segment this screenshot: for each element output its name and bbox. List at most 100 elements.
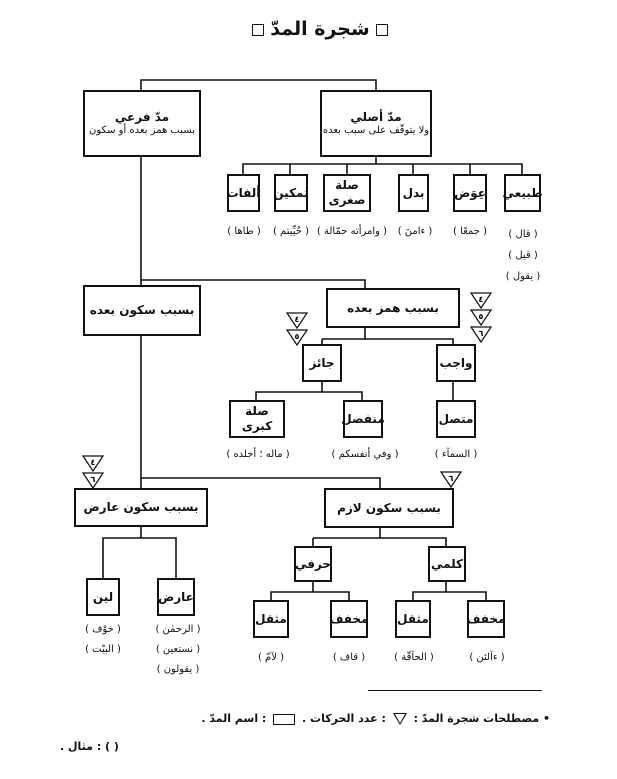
- node-badal-title: بدل: [402, 185, 425, 200]
- node-kalimi-muthaqqal-title: مثقل: [397, 611, 429, 626]
- tri-count: ٦: [479, 329, 484, 338]
- node-harfi-mukhaffaf: مخفف: [329, 600, 369, 638]
- example-lin-1: ( خوْف ): [85, 624, 121, 635]
- node-arid-title: بسبب سكون عارض: [83, 500, 199, 514]
- node-kalimi-mukhaffaf-title: مخفف: [466, 611, 506, 626]
- node-jaiz: جائز: [302, 344, 342, 382]
- connector: [141, 477, 381, 488]
- example-arid-arid-1: ( الرحمٰن ): [155, 624, 201, 635]
- tri-count: ٤: [479, 295, 484, 304]
- node-tabii-title: طبيعي: [502, 185, 543, 200]
- node-sila-kubra: صلة كبرى: [229, 400, 285, 438]
- node-iwad: عِوَض: [453, 174, 487, 212]
- title-text: شجرة المدّ: [270, 18, 370, 40]
- connector: [364, 328, 454, 344]
- node-farai: مدّ فرعي بسبب همز بعده أو سكون: [83, 90, 201, 157]
- legend-divider: [368, 690, 542, 691]
- example-muttasil: ( السمآء ): [434, 449, 478, 460]
- example-arid-arid-3: ( يقولون ): [156, 664, 200, 675]
- node-kalimi: كلمي: [428, 546, 466, 582]
- node-asli-title: مدّ أصلي: [350, 109, 402, 124]
- connector: [141, 279, 366, 288]
- node-badal: بدل: [398, 174, 429, 212]
- triangle-arid: ٤ ٦: [82, 455, 104, 490]
- example-tabii-2: ( قيل ): [508, 250, 538, 261]
- node-tamkin-title: تمكين: [273, 185, 309, 200]
- node-lin-title: لين: [92, 589, 114, 604]
- tri-count: ٦: [91, 475, 96, 484]
- connector: [242, 163, 523, 174]
- tri-count: ٦: [449, 474, 454, 483]
- triangle-wajib: ٤ ٥ ٦: [470, 292, 492, 344]
- example-arid-arid: ( الرحمٰن ) ( نستعين ) ( يقولون ): [148, 620, 208, 680]
- node-kalimi-title: كلمي: [430, 556, 464, 571]
- node-sila-sughra-title: صلة صغرى: [328, 178, 366, 207]
- connector: [322, 391, 363, 400]
- example-badal: ( ءامنٓ ): [397, 226, 433, 237]
- example-tabii-3: ( يقول ): [505, 271, 541, 282]
- node-muttasil: متصل: [436, 400, 476, 438]
- triangle-icon: [392, 713, 407, 725]
- example-harfi-muthaqqal: ( لآمّ ): [257, 652, 285, 663]
- example-iwad: ( جمعًا ): [453, 226, 487, 237]
- node-munfasil-title: منفصل: [341, 411, 385, 426]
- example-sila-kubra: ( ماله ؛ أخلده ): [226, 449, 290, 460]
- node-harfi-muthaqqal-title: مثقل: [255, 611, 287, 626]
- node-sila-sughra: صلة صغرى: [323, 174, 371, 212]
- node-tamkin: تمكين: [273, 174, 309, 212]
- connector: [379, 528, 447, 546]
- example-kalimi-mukhaffaf: ( ءآلئن ): [469, 652, 505, 663]
- connector: [289, 164, 471, 174]
- node-jaiz-title: جائز: [309, 355, 335, 370]
- node-arid-arid-title: عارض: [158, 589, 194, 604]
- node-sukun: بسبب سكون بعده: [83, 285, 201, 336]
- node-harfi: حرفي: [294, 546, 332, 582]
- node-muttasil-title: متصل: [438, 411, 474, 426]
- example-lin-2: ( البيْت ): [85, 644, 121, 655]
- example-sila-sughra: ( وامرأته حمّالة ): [316, 226, 388, 237]
- node-harfi-mukhaffaf-title: مخفف: [329, 611, 369, 626]
- diagram-title: شجرة المدّ: [200, 18, 440, 40]
- triangle-jaiz: ٤ ٥: [286, 312, 308, 347]
- node-lin: لين: [86, 578, 120, 616]
- example-alifat: ( طاها ): [227, 226, 261, 237]
- node-lazim-title: بسبب سكون لازم: [337, 500, 441, 515]
- node-munfasil: منفصل: [341, 400, 385, 438]
- connector: [412, 582, 487, 600]
- square-icon: [252, 23, 265, 36]
- node-alifat-title: ألفات: [226, 185, 261, 200]
- connector: [270, 582, 350, 600]
- node-kalimi-mukhaffaf: مخفف: [466, 600, 506, 638]
- node-sukun-title: بسبب سكون بعده: [89, 303, 195, 317]
- node-farai-title: مدّ فرعي: [114, 109, 170, 124]
- legend-box-label: : اسم المدّ .: [201, 712, 267, 725]
- node-arid: بسبب سكون عارض: [74, 488, 208, 527]
- example-kalimi-muthaqqal: ( الحآقّة ): [394, 652, 434, 663]
- example-arid-arid-2: ( نستعين ): [155, 644, 201, 655]
- node-harfi-muthaqqal: مثقل: [253, 600, 289, 638]
- legend-example: ( ) : مثال .: [60, 740, 119, 753]
- legend: • مصطلحات شجرة المدّ : : عدد الحركات . :…: [60, 712, 550, 725]
- node-alifat: ألفات: [227, 174, 260, 212]
- example-tabii-1: ( قال ): [508, 229, 538, 240]
- example-munfasil: ( وفي أنفسكم ): [331, 449, 399, 460]
- example-harfi-mukhaffaf: ( قاف ): [332, 652, 366, 663]
- legend-triangle-label: : عدد الحركات .: [302, 712, 386, 725]
- legend-prefix: • مصطلحات شجرة المدّ :: [413, 712, 550, 725]
- connector: [102, 527, 177, 578]
- node-lazim: بسبب سكون لازم: [324, 488, 454, 528]
- node-sila-kubra-title: صلة كبرى: [241, 404, 273, 433]
- tri-count: ٥: [479, 312, 484, 321]
- node-asli: مدّ أصلي ولا يتوقّف على سبب بعده: [320, 90, 432, 157]
- box-icon: [273, 713, 296, 725]
- example-tamkin: ( حُيِّيتم ): [272, 226, 310, 237]
- connector: [255, 382, 323, 400]
- tri-count: ٥: [295, 332, 300, 341]
- connector: [140, 79, 377, 90]
- node-kalimi-muthaqqal: مثقل: [395, 600, 431, 638]
- connector: [312, 537, 380, 546]
- node-iwad-title: عِوَض: [454, 185, 486, 200]
- node-wajib: واجب: [436, 344, 476, 382]
- node-farai-sub: بسبب همز بعده أو سكون: [89, 124, 195, 136]
